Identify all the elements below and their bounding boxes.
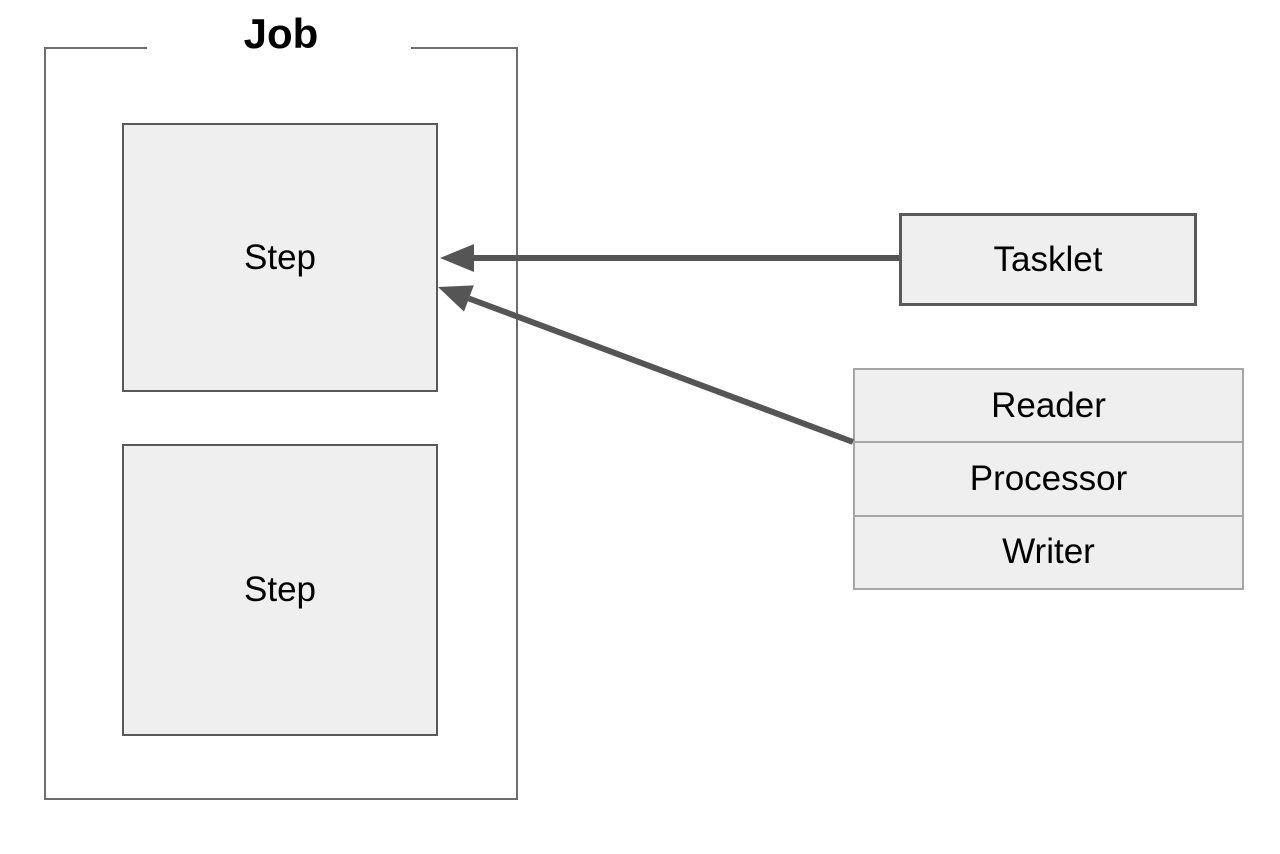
processor-label: Processor bbox=[969, 458, 1128, 498]
writer-label: Writer bbox=[1002, 532, 1095, 572]
step-box-1: Step bbox=[122, 123, 438, 392]
tasklet-label: Tasklet bbox=[993, 239, 1103, 279]
step-1-label: Step bbox=[244, 237, 316, 277]
job-frame-top-border-left bbox=[44, 47, 147, 49]
chunk-row-writer: Writer bbox=[855, 514, 1242, 588]
chunk-row-reader: Reader bbox=[855, 370, 1242, 441]
job-frame-top-border-right bbox=[411, 47, 518, 49]
chunk-row-processor: Processor bbox=[855, 441, 1242, 514]
tasklet-box: Tasklet bbox=[899, 213, 1197, 306]
chunk-to-step-arrow-line bbox=[467, 295, 855, 445]
job-title: Job bbox=[243, 10, 319, 57]
step-2-label: Step bbox=[244, 570, 316, 609]
reader-label: Reader bbox=[991, 385, 1106, 425]
step-box-2: Step bbox=[122, 444, 438, 736]
chunk-stack: Reader Processor Writer bbox=[853, 368, 1244, 590]
